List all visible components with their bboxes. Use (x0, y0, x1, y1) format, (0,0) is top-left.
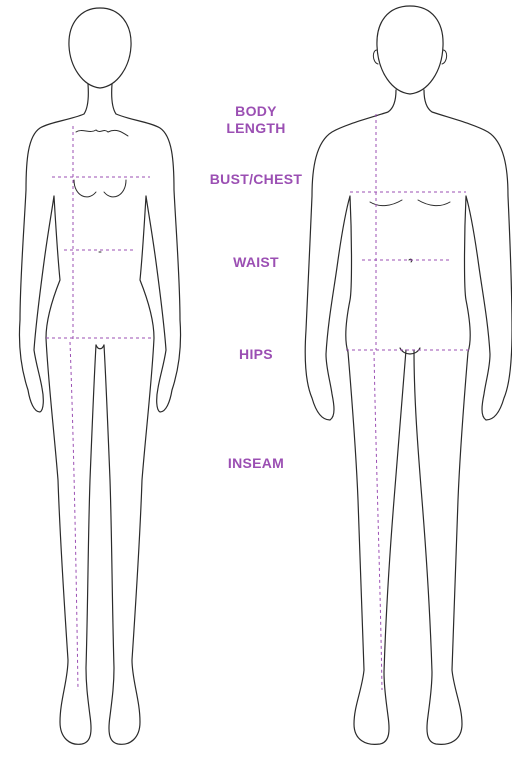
female-left-outline (19, 84, 96, 744)
male-ears (373, 50, 446, 64)
label-hips: HIPS (196, 346, 316, 363)
male-figure (305, 6, 512, 744)
male-left-outline (305, 90, 406, 744)
label-waist: WAIST (196, 254, 316, 271)
female-bust (74, 180, 126, 197)
female-crotch (96, 345, 104, 349)
label-bust-chest: BUST/CHEST (196, 171, 316, 188)
label-inseam: INSEAM (196, 455, 316, 472)
measurement-lines (46, 114, 470, 690)
female-head (69, 8, 131, 88)
male-chest (370, 200, 450, 206)
male-head (377, 6, 443, 94)
male-crotch (400, 348, 420, 354)
female-figure (19, 8, 180, 744)
label-body-length: BODY LENGTH (196, 103, 316, 137)
male-right-outline (414, 90, 512, 744)
female-right-outline (104, 84, 181, 744)
female-inseam-line (70, 342, 78, 690)
female-collarbone (76, 130, 128, 136)
male-inseam-line (374, 352, 382, 690)
